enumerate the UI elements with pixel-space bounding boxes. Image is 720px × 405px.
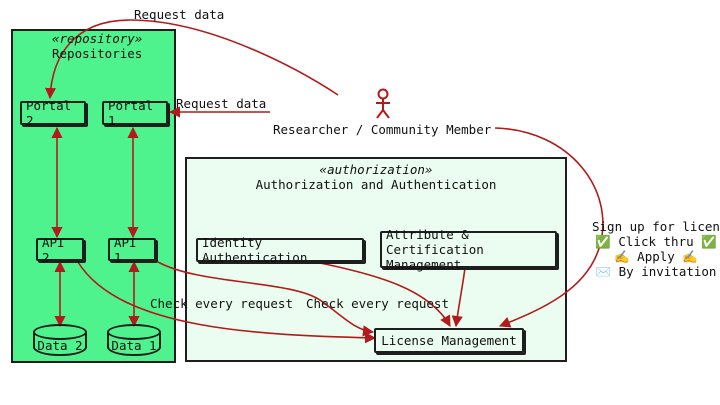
flow-actor-license bbox=[494, 127, 604, 328]
cylinder-top bbox=[107, 324, 161, 340]
flow-attribute-license bbox=[451, 267, 466, 328]
flow-api1-license bbox=[157, 261, 375, 337]
data-1-node: Data 1 bbox=[107, 324, 161, 356]
identity-authentication-node: Identity Authentication bbox=[196, 235, 364, 265]
cylinder-top bbox=[33, 324, 87, 340]
portal-1-node: Portal 1 bbox=[102, 98, 168, 128]
flow-actor-to-portal2 bbox=[44, 19, 339, 100]
api-2-node: API 2 bbox=[36, 235, 84, 265]
request-data-label-top: Request data bbox=[134, 7, 225, 22]
license-management-node: License Management bbox=[374, 328, 524, 353]
authorization-title: Authorization and Authentication bbox=[255, 177, 497, 192]
cylinder-body bbox=[107, 332, 161, 356]
signup-line-invitation: ✉️ By invitation bbox=[595, 264, 717, 279]
signup-title: Sign up for licence bbox=[592, 219, 720, 234]
signup-line-apply: ✍️ Apply ✍️ bbox=[614, 249, 698, 264]
actor-label: Researcher / Community Member bbox=[273, 122, 492, 137]
data-1-label: Data 1 bbox=[111, 338, 157, 353]
data-2-node: Data 2 bbox=[33, 324, 87, 356]
attribute-certification-line-1: Attribute & Certification bbox=[386, 227, 484, 257]
signup-line-click-thru: ✅ Click thru ✅ bbox=[595, 234, 717, 249]
flow-identity-license bbox=[314, 261, 451, 327]
data-2-label: Data 2 bbox=[37, 338, 83, 353]
api-1-node: API 1 bbox=[108, 235, 156, 265]
repository-title: Repositories bbox=[52, 46, 143, 61]
authorization-stereotype: «authorization» bbox=[319, 162, 433, 177]
attribute-certification-line-2: Management bbox=[386, 257, 462, 272]
check-request-label-right: Check every request bbox=[306, 296, 449, 311]
stick-figure-icon bbox=[376, 88, 390, 119]
repository-region bbox=[11, 29, 176, 363]
portal-2-node: Portal 2 bbox=[20, 98, 86, 128]
repository-stereotype: «repository» bbox=[52, 31, 143, 46]
attribute-certification-node: Attribute & Certification Management bbox=[380, 227, 557, 272]
request-data-label-portal: Request data bbox=[176, 96, 267, 111]
signup-note: Sign up for licence ✅ Click thru ✅ ✍️ Ap… bbox=[592, 219, 720, 279]
cylinder-body bbox=[33, 332, 87, 356]
check-request-label-left: Check every request bbox=[150, 296, 293, 311]
flow-api2-license bbox=[77, 261, 377, 344]
